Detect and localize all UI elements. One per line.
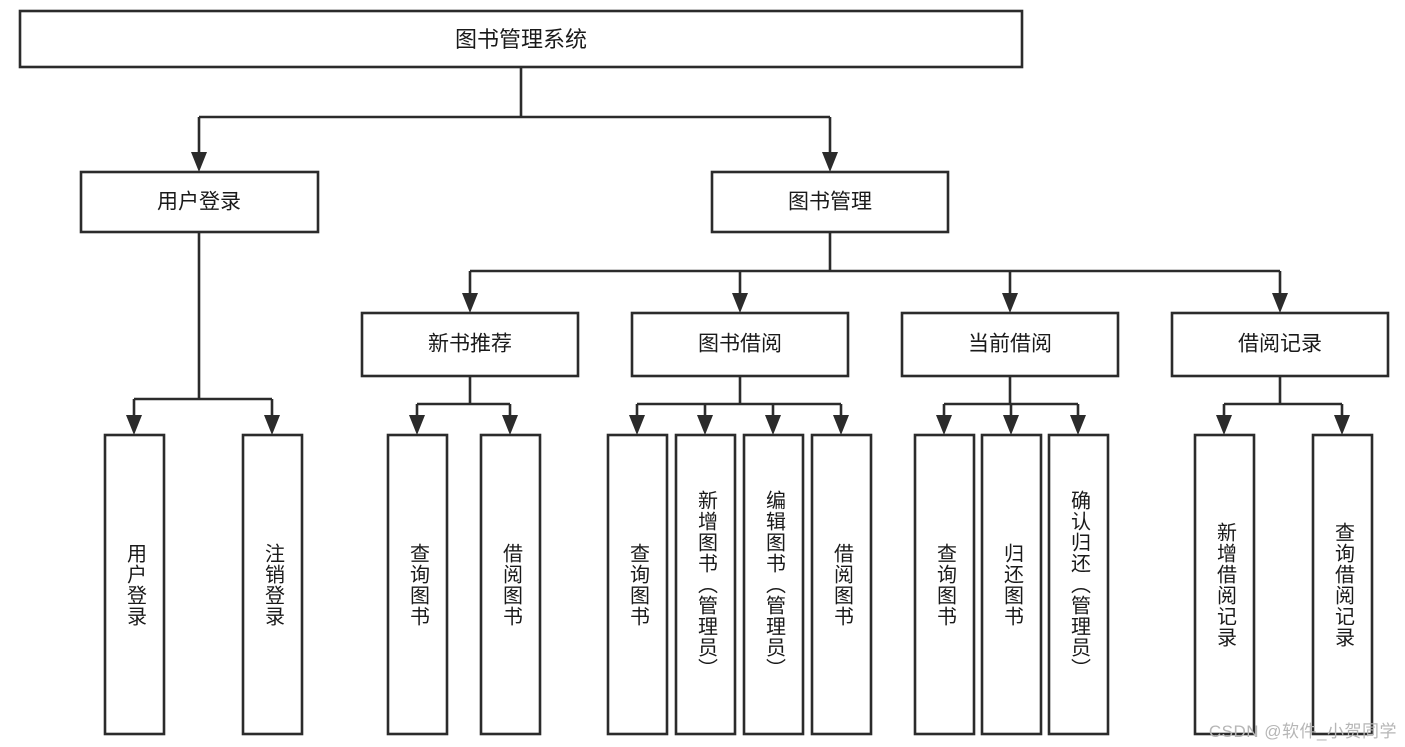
leaf-confirm-return-admin[interactable]: 确认归还（管理员） [1047,433,1110,736]
leaf-query-book-borrow-box [606,433,669,736]
arrow-head-icon [126,415,142,435]
leaf-logout-box [241,433,304,736]
leaf-query-book-newbook[interactable]: 查询图书 [386,433,449,736]
arrow-head-icon [1003,415,1019,435]
node-root-box [18,9,1024,69]
leaf-query-borrow-record-box [1311,433,1374,736]
node-current-borrow-label: 当前借阅 [968,333,1052,356]
arrow-head-icon [264,415,280,435]
leaf-edit-book-admin-box [742,433,805,736]
node-book-management-label: 图书管理 [788,191,872,214]
leaf-query-book-borrow[interactable]: 查询图书 [606,433,669,736]
leaf-add-book-admin-text: 新增图书（管理员） [695,490,717,679]
leaf-query-book-newbook-text: 查询图书 [407,543,429,627]
leaf-logout[interactable]: 注销登录 [241,433,304,736]
leaf-query-book-current-box [913,433,976,736]
leaf-user-login-box [103,433,166,736]
arrow-head-icon [822,152,838,172]
arrow-head-icon [1334,415,1350,435]
arrow-head-icon [765,415,781,435]
node-user-login-box [79,170,320,234]
leaf-borrow-book-newbook-box [479,433,542,736]
csdn-watermark: CSDN @软件_小贺同学 [1208,722,1397,741]
arrow-head-icon [629,415,645,435]
leaf-query-book-current-text: 查询图书 [934,543,956,627]
arrow-head-icon [409,415,425,435]
leaf-add-book-admin-box [674,433,737,736]
arrow-head-icon [936,415,952,435]
leaf-query-borrow-record-text: 查询借阅记录 [1332,522,1354,648]
arrow-head-icon [697,415,713,435]
leaf-return-book-text: 归还图书 [1001,543,1023,627]
leaf-confirm-return-admin-box [1047,433,1110,736]
arrow-head-icon [191,152,207,172]
node-root-system[interactable]: 图书管理系统 [18,9,1024,69]
leaf-user-login-text: 用户登录 [124,543,146,627]
arrow-head-icon [1002,293,1018,313]
node-book-borrow-label: 图书借阅 [698,333,782,356]
node-book-management[interactable]: 图书管理 [710,170,950,234]
leaf-add-book-admin[interactable]: 新增图书（管理员） [674,433,737,736]
node-user-login[interactable]: 用户登录 [79,170,320,234]
node-book-borrow[interactable]: 图书借阅 [630,311,850,378]
leaf-edit-book-admin-text: 编辑图书（管理员） [763,490,785,679]
leaf-confirm-return-admin-text: 确认归还（管理员） [1068,490,1090,679]
node-borrow-record-box [1170,311,1390,378]
arrow-head-icon [462,293,478,313]
leaf-query-book-current[interactable]: 查询图书 [913,433,976,736]
leaf-query-book-borrow-text: 查询图书 [627,543,649,627]
leaf-add-borrow-record-box [1193,433,1256,736]
leaf-query-book-newbook-box [386,433,449,736]
leaf-return-book[interactable]: 归还图书 [980,433,1043,736]
node-borrow-record-label: 借阅记录 [1238,333,1322,356]
node-root-label: 图书管理系统 [455,27,587,52]
arrow-head-icon [833,415,849,435]
node-book-borrow-box [630,311,850,378]
leaf-return-book-box [980,433,1043,736]
leaf-edit-book-admin[interactable]: 编辑图书（管理员） [742,433,805,736]
node-book-management-box [710,170,950,234]
leaf-borrow-book-newbook[interactable]: 借阅图书 [479,433,542,736]
arrow-head-icon [1216,415,1232,435]
leaf-borrow-book-text: 借阅图书 [831,543,853,627]
connector-layer [126,67,1350,435]
leaf-user-login[interactable]: 用户登录 [103,433,166,736]
leaf-borrow-book-newbook-text: 借阅图书 [500,543,522,627]
node-new-book-recommend-label: 新书推荐 [428,333,512,356]
node-new-book-recommend-box [360,311,580,378]
leaf-query-borrow-record[interactable]: 查询借阅记录 [1311,433,1374,736]
node-borrow-record[interactable]: 借阅记录 [1170,311,1390,378]
node-new-book-recommend[interactable]: 新书推荐 [360,311,580,378]
node-current-borrow-box [900,311,1120,378]
leaf-borrow-book[interactable]: 借阅图书 [810,433,873,736]
arrow-head-icon [502,415,518,435]
leaf-add-borrow-record-text: 新增借阅记录 [1214,522,1236,648]
leaf-add-borrow-record[interactable]: 新增借阅记录 [1193,433,1256,736]
arrow-head-icon [732,293,748,313]
node-current-borrow[interactable]: 当前借阅 [900,311,1120,378]
leaf-logout-text: 注销登录 [262,543,284,627]
node-user-login-label: 用户登录 [157,191,241,214]
leaf-borrow-book-box [810,433,873,736]
arrow-head-icon [1070,415,1086,435]
arrow-head-icon [1272,293,1288,313]
